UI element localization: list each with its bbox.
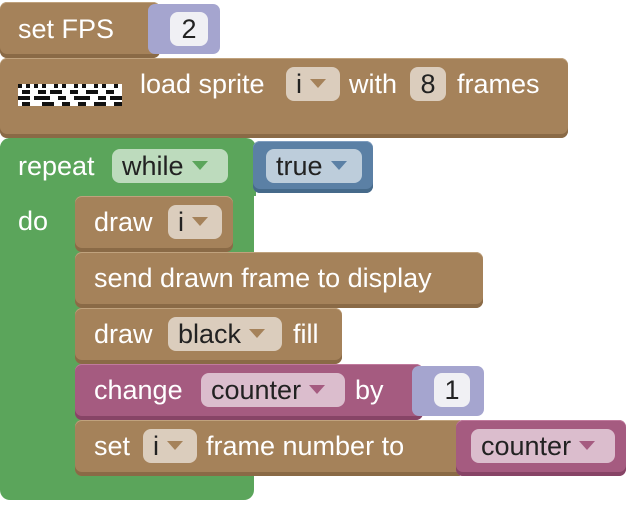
change-value[interactable]: 1 (434, 373, 470, 407)
pixel-sprite-logo (18, 84, 122, 106)
load-sprite-label: load sprite (140, 69, 265, 99)
chevron-down-icon (167, 441, 183, 451)
set-frame-block[interactable] (75, 420, 465, 476)
set-label: set (94, 431, 131, 461)
chevron-down-icon (249, 329, 266, 339)
repeat-label: repeat (18, 151, 95, 181)
chevron-down-icon (330, 161, 347, 171)
draw-sprite-dropdown[interactable]: i (168, 205, 222, 239)
load-sprite-dropdown[interactable]: i (286, 67, 340, 101)
draw-sprite-label: draw (94, 207, 153, 237)
set-sprite-dropdown[interactable]: i (143, 429, 197, 463)
set-fps-block[interactable] (0, 2, 160, 58)
fill-color-dropdown[interactable]: black (168, 317, 282, 351)
send-frame-label: send drawn frame to display (94, 263, 432, 293)
by-label: by (355, 375, 384, 405)
draw-fill-label: draw (94, 319, 153, 349)
set-fps-label: set FPS (18, 14, 115, 44)
chevron-down-icon (192, 217, 208, 227)
chevron-down-icon (310, 79, 326, 89)
set-variable-dropdown[interactable]: counter (471, 429, 615, 463)
frame-number-label: frame number to (206, 431, 405, 461)
send-frame-block[interactable] (75, 252, 483, 308)
change-variable-dropdown[interactable]: counter (201, 373, 345, 407)
boolean-dropdown[interactable]: true (266, 149, 362, 183)
chevron-down-icon (191, 161, 208, 171)
frames-label: frames (457, 69, 540, 99)
fps-value[interactable]: 2 (170, 12, 208, 46)
chevron-down-icon (309, 385, 326, 395)
with-label: with (349, 69, 398, 99)
fill-suffix-label: fill (293, 319, 319, 349)
chevron-down-icon (579, 441, 596, 451)
change-label: change (94, 375, 183, 405)
do-label: do (18, 206, 49, 236)
frames-count-input[interactable]: 8 (410, 67, 446, 101)
repeat-mode-dropdown[interactable]: while (112, 149, 228, 183)
